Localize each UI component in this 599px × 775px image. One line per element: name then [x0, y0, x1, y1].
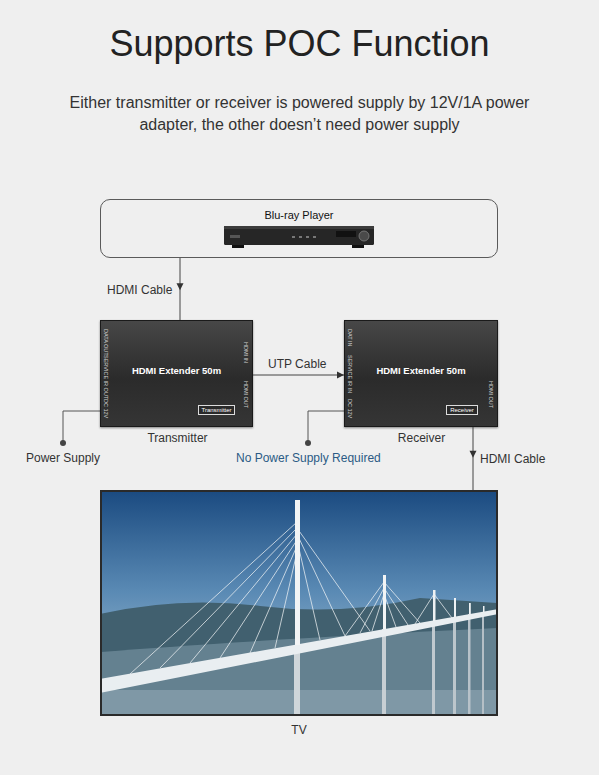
bluray-player [224, 226, 374, 248]
device-name: Blu-ray Player [101, 209, 497, 222]
badge-text: Receiver [447, 407, 477, 414]
player-foot [232, 245, 244, 248]
leader-line [63, 411, 100, 443]
arrow-head [470, 451, 477, 458]
page-subtitle: Either transmitter or receiver is powere… [42, 92, 557, 136]
leader-line [308, 411, 344, 443]
pylon [295, 500, 300, 645]
unit-badge: Transmitter [198, 405, 235, 415]
player-display [336, 231, 356, 237]
cable-label: HDMI Cable [107, 283, 172, 297]
power-note: No Power Supply Required [236, 451, 381, 465]
cable-connector [253, 375, 344, 376]
player-top [224, 226, 374, 229]
port-label: DC 12V [347, 399, 353, 418]
pier [468, 614, 471, 715]
pier [382, 629, 386, 715]
player-button [299, 236, 302, 238]
player-button [313, 236, 316, 238]
page-title: Supports POC Function [0, 22, 599, 66]
player-button [292, 236, 295, 238]
player-slot [230, 235, 240, 238]
port-label: DAT IN [347, 329, 353, 347]
port-label: HDMI OUT [488, 381, 494, 408]
leader-dot [305, 440, 311, 446]
bridge-photo [101, 491, 497, 715]
pylon [469, 603, 471, 614]
tv-screen: TV [100, 490, 498, 716]
player-button [306, 236, 309, 238]
arrow-head [177, 283, 184, 290]
player-body [224, 226, 374, 245]
unit-badge: Receiver [446, 405, 478, 415]
pier [453, 617, 456, 715]
leader-dot [60, 440, 66, 446]
arrow-head [337, 372, 344, 379]
port-label: HDMI OUT [243, 381, 249, 408]
device-caption: Transmitter [81, 431, 274, 445]
pylon [483, 606, 485, 612]
power-note: Power Supply [26, 451, 100, 465]
player-knob [359, 231, 369, 241]
cable-label: HDMI Cable [480, 452, 545, 466]
pier [482, 612, 484, 715]
receiver-unit: HDMI Extender 50mReceiverReceiver [344, 320, 498, 427]
port-label: SERVICE IR IN [347, 355, 353, 393]
pier [294, 645, 300, 715]
source-device-box: Blu-ray Player [100, 199, 498, 258]
transmitter-unit: HDMI Extender 50mTransmitterTransmitter [100, 320, 253, 427]
device-model: HDMI Extender 50m [101, 365, 252, 377]
pier [432, 621, 435, 715]
cable-connector [473, 427, 474, 490]
port-label: HDMI IN [243, 342, 249, 363]
cable-label: UTP Cable [268, 357, 326, 371]
pylon [454, 598, 456, 617]
port-label: DATA OUT [103, 329, 109, 356]
port-label: DC 12V [103, 399, 109, 418]
sky [101, 491, 497, 715]
port-label: SERVICE IR OUT [103, 355, 109, 399]
device-caption: Receiver [325, 431, 518, 445]
device-model: HDMI Extender 50m [345, 365, 497, 377]
device-caption: TV [102, 723, 496, 737]
stay-cables [130, 522, 452, 674]
badge-text: Transmitter [199, 407, 234, 414]
player-foot [352, 245, 364, 248]
